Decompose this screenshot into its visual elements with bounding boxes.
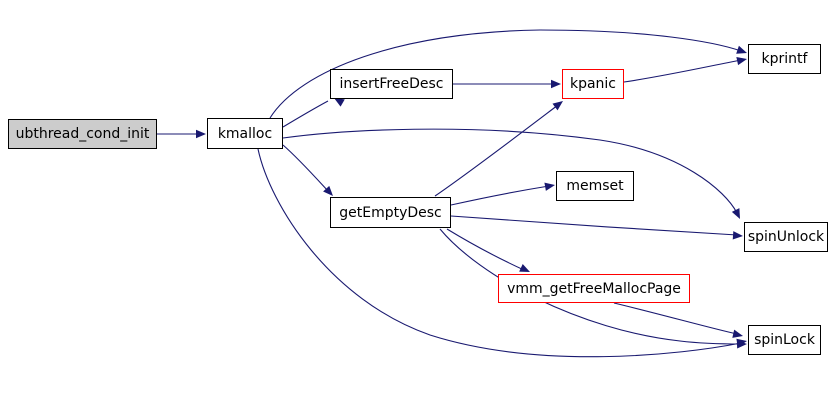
node-kmalloc[interactable]: kmalloc [207,118,283,149]
node-memset[interactable]: memset [556,171,634,201]
arrowhead-kmalloc-to-insertFreeDesc [334,98,345,107]
node-kprintf[interactable]: kprintf [748,44,821,74]
node-label-spinLock: spinLock [754,332,815,348]
arrowhead-kmalloc-to-getEmptyDesc [323,185,333,196]
node-label-kprintf: kprintf [761,51,808,67]
arrowhead-getEmptyDesc-to-spinUnlock [732,231,743,240]
arrowhead-getEmptyDesc-to-vmm_getFreeMallocPage [519,263,530,272]
arrowhead-kmalloc-to-spinUnlock [731,208,740,219]
arrowhead-kmalloc-to-kprintf [736,45,747,54]
arrowhead-getEmptyDesc-to-memset [544,182,555,191]
node-insertFreeDesc[interactable]: insertFreeDesc [330,69,453,99]
node-spinUnlock[interactable]: spinUnlock [744,222,828,252]
node-label-insertFreeDesc: insertFreeDesc [339,76,444,92]
node-spinLock[interactable]: spinLock [748,325,821,355]
edge-kmalloc-to-insertFreeDesc [282,100,329,128]
node-label-getEmptyDesc: getEmptyDesc [339,204,442,221]
edge-getEmptyDesc-to-kpanic [434,104,559,197]
arrowhead-getEmptyDesc-to-kpanic [552,101,563,111]
arrowhead-kpanic-to-kprintf [736,56,747,66]
node-ubthread_cond_init[interactable]: ubthread_cond_init [8,119,157,149]
node-label-kmalloc: kmalloc [217,125,273,142]
arrowhead-ubthread_cond_init-to-kmalloc [196,129,206,139]
edges-group [157,29,742,358]
edge-getEmptyDesc-to-spinUnlock [450,215,738,236]
node-label-vmm_getFreeMallocPage: vmm_getFreeMallocPage [507,280,681,297]
node-label-memset: memset [566,178,624,194]
edge-kmalloc-to-spinUnlock [282,128,738,214]
edge-vmm_getFreeMallocPage-to-spinLock [613,302,738,335]
node-kpanic[interactable]: kpanic [562,69,624,99]
edge-kmalloc-to-getEmptyDesc [282,144,329,192]
edge-kmalloc-to-kprintf [269,29,742,119]
node-label-spinUnlock: spinUnlock [747,229,825,245]
edge-kpanic-to-kprintf [623,59,742,83]
edge-getEmptyDesc-to-vmm_getFreeMallocPage [446,228,525,271]
edge-getEmptyDesc-to-memset [450,185,550,206]
node-label-kpanic: kpanic [569,76,617,92]
arrowheads-group [196,45,747,349]
node-vmm_getFreeMallocPage[interactable]: vmm_getFreeMallocPage [498,274,690,303]
node-label-ubthread_cond_init: ubthread_cond_init [15,126,150,142]
node-getEmptyDesc[interactable]: getEmptyDesc [330,197,451,228]
arrowhead-vmm_getFreeMallocPage-to-spinLock [732,329,743,338]
arrowhead-insertFreeDesc-to-kpanic [551,79,561,89]
arrowhead-getEmptyDesc-to-spinLock [736,340,747,349]
edge-getEmptyDesc-to-spinLock [439,228,742,345]
edge-kmalloc-to-spinLock [257,148,742,358]
